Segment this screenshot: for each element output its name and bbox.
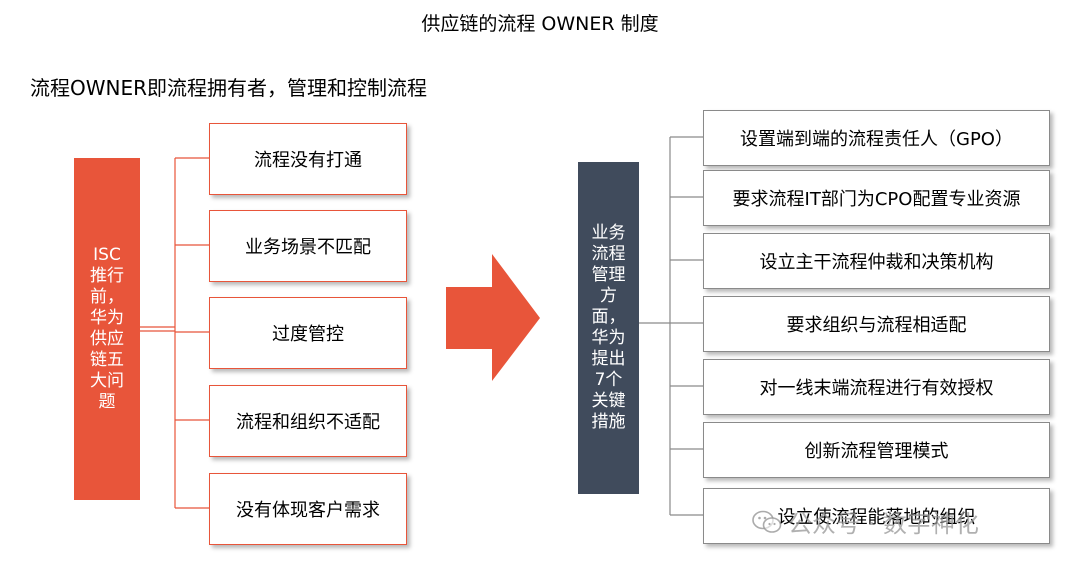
watermark: 公众号 · 数字神化 <box>752 504 979 539</box>
watermark-text: 公众号 · 数字神化 <box>788 510 979 538</box>
measure-text: 设立主干流程仲裁和决策机构 <box>759 252 994 273</box>
right-connectors <box>639 136 703 516</box>
problem-text: 业务场景不匹配 <box>245 237 371 258</box>
measure-box: 设立主干流程仲裁和决策机构 <box>703 233 1050 289</box>
problem-text: 流程和组织不适配 <box>236 412 380 433</box>
measure-box: 设置端到端的流程责任人（GPO） <box>703 110 1050 166</box>
measure-box: 设立使流程能落地的组织 <box>703 488 1050 544</box>
measure-text: 要求组织与流程相适配 <box>786 315 967 336</box>
right-arrow-icon <box>446 254 540 381</box>
problem-text: 过度管控 <box>272 324 344 345</box>
measure-box: 要求组织与流程相适配 <box>703 296 1050 352</box>
problem-text: 流程没有打通 <box>254 150 362 171</box>
diagram-title: 供应链的流程 OWNER 制度 <box>421 13 659 35</box>
left-label-text: ISC 推行 前， 华为 供应 链五 大问 题 <box>90 245 124 412</box>
problem-box: 过度管控 <box>209 297 407 369</box>
problem-box: 业务场景不匹配 <box>209 210 407 282</box>
measure-box: 创新流程管理模式 <box>703 422 1050 478</box>
left-connectors <box>140 157 209 509</box>
problem-box: 没有体现客户需求 <box>209 473 407 545</box>
measure-text: 设置端到端的流程责任人（GPO） <box>740 129 1013 150</box>
measure-box: 对一线末端流程进行有效授权 <box>703 359 1050 415</box>
measure-text: 要求流程IT部门为CPO配置专业资源 <box>732 189 1021 210</box>
diagram-subtitle: 流程OWNER即流程拥有者，管理和控制流程 <box>30 76 428 100</box>
problem-text: 没有体现客户需求 <box>236 500 380 521</box>
measure-text: 对一线末端流程进行有效授权 <box>759 378 994 399</box>
measure-box: 要求流程IT部门为CPO配置专业资源 <box>703 170 1050 226</box>
left-label-bar: ISC 推行 前， 华为 供应 链五 大问 题 <box>74 158 140 500</box>
measure-text: 创新流程管理模式 <box>804 441 949 462</box>
right-label-text: 业务 流程 管理 方面， 华为 提出 7个 关键 措施 <box>591 223 626 432</box>
problem-box: 流程没有打通 <box>209 123 407 195</box>
problem-box: 流程和组织不适配 <box>209 385 407 457</box>
right-label-bar: 业务 流程 管理 方面， 华为 提出 7个 关键 措施 <box>578 162 639 494</box>
wechat-icon <box>752 510 782 533</box>
measure-text: 设立使流程能落地的组织 <box>777 507 976 528</box>
